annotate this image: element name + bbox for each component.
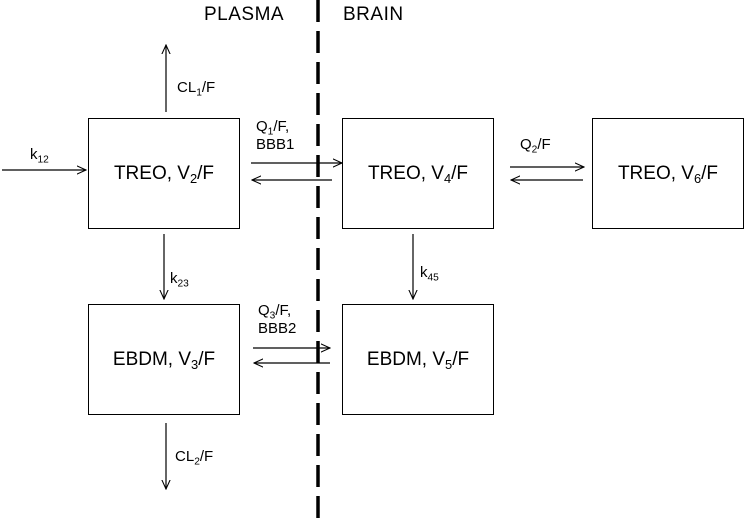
- ebdm-v5-label: EBDM, V5/F: [366, 348, 470, 372]
- ebdm-v5-compartment: EBDM, V5/F: [342, 304, 494, 415]
- cl2-label: CL2/F: [175, 448, 214, 468]
- brain-region-label: BRAIN: [343, 4, 404, 25]
- treo-v4-label: TREO, V4/F: [367, 162, 469, 186]
- k23-label: k23: [170, 270, 189, 290]
- k12-label: k12: [30, 146, 49, 166]
- q1-label: Q1/F, BBB1: [256, 118, 295, 153]
- ebdm-v3-label: EBDM, V3/F: [112, 348, 216, 372]
- treo-v2-compartment: TREO, V2/F: [88, 118, 240, 229]
- treo-v6-compartment: TREO, V6/F: [592, 118, 744, 229]
- plasma-region-label: PLASMA: [204, 4, 285, 25]
- treo-v4-compartment: TREO, V4/F: [342, 118, 494, 229]
- treo-v2-label: TREO, V2/F: [113, 162, 215, 186]
- treo-v6-label: TREO, V6/F: [617, 162, 719, 186]
- q3-label: Q3/F, BBB2: [258, 302, 297, 337]
- cl1-label: CL1/F: [177, 79, 216, 99]
- q3-bbb-label: BBB2: [258, 320, 297, 337]
- q1-bbb-label: BBB1: [256, 136, 295, 153]
- ebdm-v3-compartment: EBDM, V3/F: [88, 304, 240, 415]
- k45-label: k45: [420, 264, 439, 284]
- q2-label: Q2/F: [520, 136, 551, 156]
